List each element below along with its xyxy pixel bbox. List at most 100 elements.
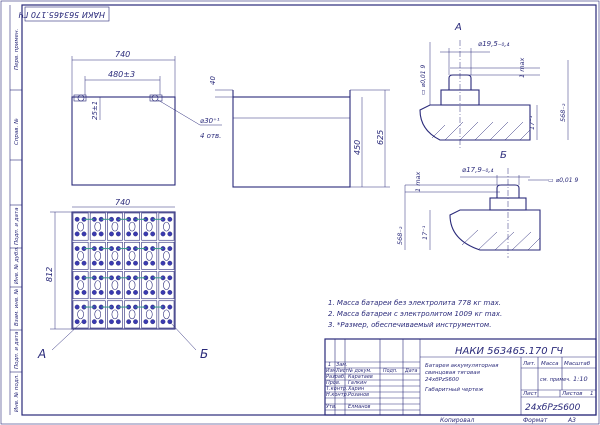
battery-cell bbox=[158, 241, 175, 270]
vent-plug bbox=[77, 309, 84, 320]
role-tkontr: Т.контр. bbox=[326, 386, 348, 392]
cell-grid bbox=[72, 212, 175, 329]
battery-cell bbox=[141, 241, 158, 270]
vent-plug bbox=[128, 309, 136, 320]
cell-terminal bbox=[109, 319, 114, 325]
product-code: 24хбPzS600 bbox=[525, 403, 581, 413]
head-data: Дата bbox=[404, 368, 417, 374]
vent-plug bbox=[111, 280, 119, 290]
cell-terminal bbox=[143, 319, 149, 325]
title-code: НАКИ 563465.170 ГЧ bbox=[455, 346, 563, 357]
vent-plug bbox=[77, 251, 84, 261]
name-5: Елманов bbox=[348, 404, 371, 410]
rotated-doc-code: НАКИ 563465.170 ГЧ bbox=[18, 10, 105, 19]
detail-a: А ⌀19,5₋₀,₄ ▭ ⌀0,01 9 1 max 17⁻¹ 568₋₂ bbox=[419, 22, 569, 150]
strip-inv-podl: Инв. № подл. bbox=[14, 374, 20, 412]
role-razrab: Разраб. bbox=[326, 374, 346, 380]
battery-cell bbox=[72, 241, 89, 270]
top-dim-offset: 25±1 bbox=[91, 101, 99, 120]
cell-terminal bbox=[74, 304, 80, 310]
cell-terminal bbox=[143, 290, 149, 295]
plan-view: 740 812 А Б bbox=[37, 198, 208, 361]
strip-podp-data-1: Подп. и дата bbox=[14, 207, 20, 245]
top-dim-center: 480±3 bbox=[108, 70, 135, 79]
title-block: НАКИ 563465.170 ГЧ Лит. Масса Масштаб см… bbox=[324, 338, 597, 416]
detail-a-runout: ▭ ⌀0,01 9 bbox=[420, 65, 427, 95]
cell-terminal bbox=[150, 319, 156, 325]
top-hole-dia: ⌀30⁺¹ bbox=[200, 117, 220, 125]
cell-terminal bbox=[126, 290, 132, 295]
battery-cell bbox=[124, 300, 140, 329]
battery-cell bbox=[89, 212, 106, 241]
cell-terminal bbox=[81, 260, 87, 266]
cell-terminal bbox=[91, 231, 97, 237]
vent-plug bbox=[128, 221, 136, 232]
vent-plug bbox=[94, 309, 102, 320]
cell-terminal bbox=[81, 290, 87, 295]
cell-terminal bbox=[115, 290, 121, 295]
strip-vzam-inv: Взам. инв. № bbox=[14, 288, 20, 326]
vent-plug bbox=[163, 309, 170, 320]
detail-b-h568: 568₋₂ bbox=[396, 226, 404, 245]
cell-terminal bbox=[133, 260, 138, 266]
battery-cell bbox=[72, 271, 89, 300]
head-podp: Подп. bbox=[383, 368, 398, 374]
battery-cell bbox=[141, 300, 158, 329]
detail-a-dia: ⌀19,5₋₀,₄ bbox=[478, 40, 510, 48]
detail-a-h17: 17⁻¹ bbox=[528, 115, 536, 130]
detail-b: Б ⌀17,9₋₀,₄ ▭ ⌀0,01 9 1 max 17⁻¹ 568₋₂ bbox=[396, 150, 578, 258]
cell-terminal bbox=[133, 231, 138, 237]
top-view: 740 480±3 25±1 ⌀30⁺¹ 4 отв. bbox=[71, 50, 222, 186]
name-2: Галкин bbox=[348, 380, 367, 386]
vent-plug bbox=[163, 221, 170, 232]
vent-plug bbox=[145, 221, 153, 232]
detail-b-runout: ▭ ⌀0,01 9 bbox=[548, 177, 578, 184]
battery-cell bbox=[89, 300, 106, 329]
vent-plug bbox=[128, 280, 136, 290]
vent-plug bbox=[163, 251, 170, 261]
list-label: Лист bbox=[522, 391, 538, 397]
cell-terminal bbox=[167, 275, 173, 281]
note-3: 3. *Размер, обеспечиваемый инструментом. bbox=[328, 321, 491, 329]
cell-terminal bbox=[150, 231, 156, 237]
cell-terminal bbox=[98, 231, 104, 237]
cell-terminal bbox=[167, 231, 173, 237]
vent-plug bbox=[77, 280, 84, 290]
desc-3: 24хбPzS600 bbox=[425, 377, 459, 383]
cell-terminal bbox=[98, 260, 104, 266]
battery-cell bbox=[72, 300, 89, 329]
head-doc: № докум. bbox=[347, 368, 372, 374]
cell-terminal bbox=[167, 216, 173, 222]
battery-cell bbox=[72, 212, 89, 241]
cell-terminal bbox=[115, 319, 121, 325]
kopiroval: Копировал bbox=[440, 417, 474, 424]
head-massa: Масса bbox=[541, 361, 559, 367]
vent-plug bbox=[145, 309, 153, 320]
side-strip: Перв. примен. Справ. № Подп. и дата Инв.… bbox=[9, 5, 23, 415]
cell-terminal bbox=[160, 319, 166, 325]
battery-cell bbox=[107, 300, 123, 329]
cell-terminal bbox=[126, 319, 132, 325]
detail-b-title: Б bbox=[500, 150, 507, 161]
plan-label-a: А bbox=[37, 347, 46, 361]
cell-terminal bbox=[109, 290, 114, 295]
battery-cell bbox=[107, 241, 123, 270]
cell-terminal bbox=[115, 231, 121, 237]
strip-sprav-no: Справ. № bbox=[14, 118, 20, 145]
top-hole-count: 4 отв. bbox=[200, 132, 221, 140]
cell-terminal bbox=[160, 231, 166, 237]
vent-plug bbox=[163, 280, 170, 290]
cell-terminal bbox=[150, 290, 156, 295]
desc-1: Батарея аккумуляторная bbox=[425, 363, 499, 369]
desc-4: Габаритный чертеж bbox=[425, 387, 483, 393]
battery-cell bbox=[89, 271, 106, 300]
front-view: 40 450 625 bbox=[209, 76, 390, 188]
name-1: Каратаев bbox=[348, 374, 373, 380]
head-lit: Лит. bbox=[522, 361, 536, 367]
vent-plug bbox=[111, 221, 119, 232]
vent-plug bbox=[77, 221, 84, 232]
cell-terminal bbox=[167, 260, 173, 266]
battery-cell bbox=[158, 212, 175, 241]
notes: 1. Масса батареи без электролита 778 кг … bbox=[328, 299, 502, 329]
battery-cell bbox=[124, 241, 140, 270]
